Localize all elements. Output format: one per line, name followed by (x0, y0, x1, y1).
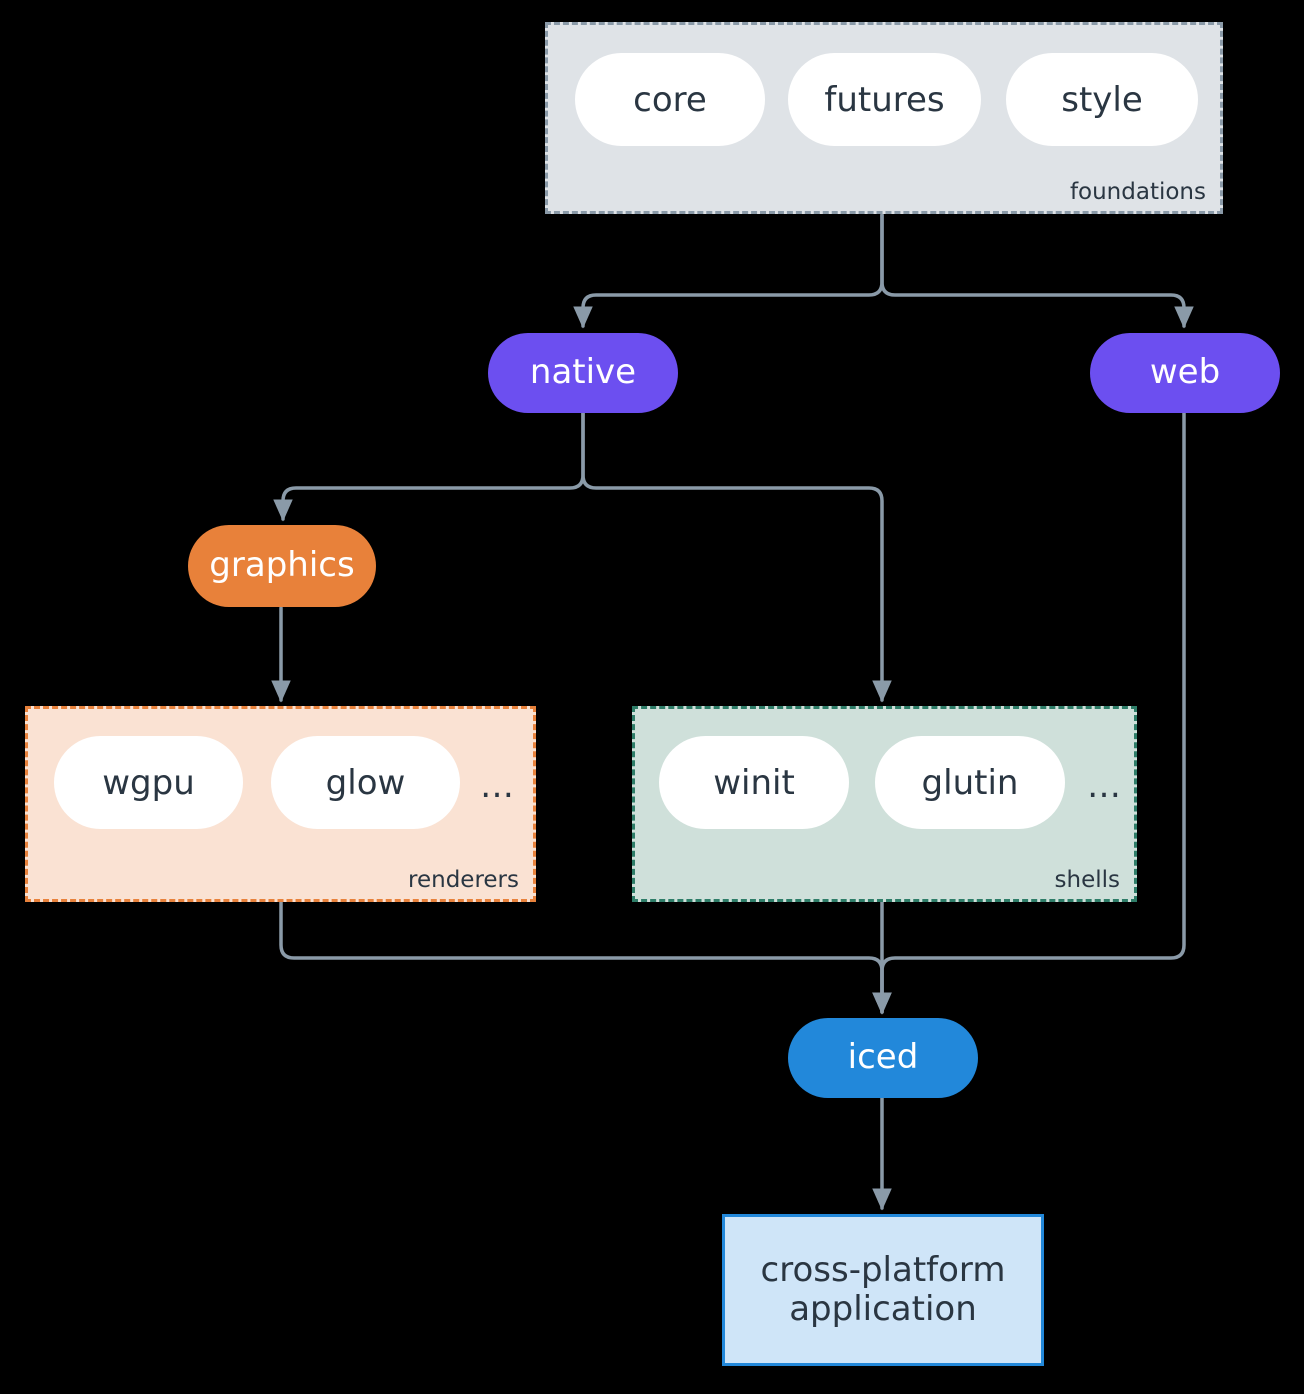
edge-renderers-iced (279, 899, 892, 1015)
edge-native-graphics (273, 410, 585, 522)
pill-futures[interactable]: futures (788, 53, 981, 146)
application-label-line1: cross-platform (760, 1249, 1006, 1290)
pill-futures-label: futures (824, 79, 945, 120)
renderers-more-ellipsis: … (480, 766, 515, 806)
node-native[interactable]: native (488, 333, 678, 413)
node-graphics[interactable]: graphics (188, 525, 376, 607)
cluster-renderers-label: renderers (408, 867, 519, 893)
edge-foundations-web (880, 213, 1194, 329)
pill-glutin-label: glutin (921, 762, 1019, 803)
pill-glow-label: glow (325, 762, 406, 803)
node-iced[interactable]: iced (788, 1018, 978, 1098)
pill-glutin[interactable]: glutin (875, 736, 1065, 829)
node-native-label: native (529, 352, 637, 393)
application-label-line2: application (789, 1289, 977, 1329)
pill-winit[interactable]: winit (659, 736, 849, 829)
pill-wgpu-label: wgpu (102, 762, 195, 803)
cluster-renderers: wgpu glow … renderers (25, 706, 536, 902)
cluster-shells: winit glutin … shells (632, 706, 1137, 902)
pill-style[interactable]: style (1006, 53, 1198, 146)
cluster-foundations: core futures style foundations (545, 22, 1223, 214)
edge-foundations-native (573, 213, 884, 329)
pill-wgpu[interactable]: wgpu (54, 736, 243, 829)
node-web[interactable]: web (1090, 333, 1280, 413)
edge-native-shells (581, 410, 892, 703)
cluster-foundations-label: foundations (1069, 179, 1206, 205)
pill-core-label: core (633, 79, 707, 120)
pill-glow[interactable]: glow (271, 736, 460, 829)
pill-core[interactable]: core (575, 53, 765, 146)
edge-web-iced (872, 410, 1186, 1015)
node-iced-label: iced (847, 1037, 919, 1078)
shells-more-ellipsis: … (1087, 766, 1122, 806)
node-web-label: web (1149, 352, 1221, 393)
node-graphics-label: graphics (209, 545, 355, 586)
pill-style-label: style (1061, 79, 1143, 120)
cluster-shells-label: shells (1054, 867, 1120, 893)
node-cross-platform-application[interactable]: cross-platform application (722, 1214, 1044, 1366)
pill-winit-label: winit (713, 762, 795, 803)
